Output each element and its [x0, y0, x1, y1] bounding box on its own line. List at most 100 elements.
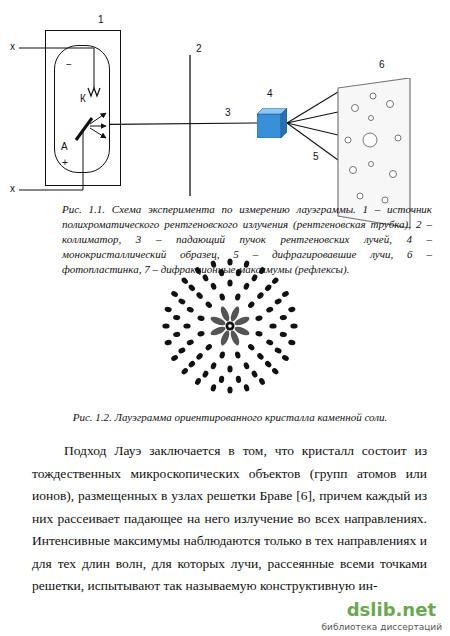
laue-spot [243, 361, 251, 370]
laue-spot [210, 361, 218, 370]
laue-spot [258, 377, 266, 386]
laue-spot [164, 339, 172, 346]
laue-spot [227, 279, 232, 286]
laue-spot [210, 384, 217, 392]
laue-petal [229, 329, 241, 346]
watermark: библиотека диссертаций [322, 623, 442, 632]
laue-spot [227, 365, 232, 372]
laue-spot [162, 323, 169, 328]
laue-spot [255, 330, 263, 337]
callout-number: 5 [312, 152, 320, 162]
laue-center [228, 324, 232, 328]
diffraction-spot [363, 133, 377, 147]
laue-petal [209, 325, 226, 337]
laue-spot [164, 306, 172, 313]
laue-spot [279, 314, 287, 320]
terminal-mark: x [10, 42, 15, 52]
laue-spot [251, 370, 259, 379]
laue-spot [256, 352, 265, 361]
laue-spot [274, 347, 283, 355]
laue-pattern [162, 258, 297, 393]
laue-spot [187, 283, 196, 292]
watermark: dslib.net [347, 601, 436, 619]
laue-spot [288, 306, 296, 313]
cathode-filament [88, 88, 100, 96]
anode-target [76, 118, 92, 140]
laue-spot [186, 306, 195, 314]
laue-spot [173, 331, 181, 337]
laue-spot [243, 282, 251, 291]
laue-spot [204, 343, 213, 352]
laue-spot [177, 347, 186, 355]
laue-spot [234, 293, 241, 301]
electrode-letter: А [61, 142, 68, 152]
anode-wire [19, 131, 83, 190]
callout-number: 4 [267, 89, 273, 99]
incident-beam [110, 123, 257, 124]
laue-spot [170, 354, 179, 362]
laue-spot [264, 283, 273, 292]
xray-tube: КА [54, 45, 110, 173]
xray-source-housing: 1КА [45, 30, 121, 186]
laue-spot [180, 367, 189, 376]
crystal-sample: 4 [257, 108, 287, 138]
laue-spot [218, 375, 224, 383]
laue-spot [271, 276, 280, 285]
laue-spot [197, 330, 205, 337]
laue-spot [265, 339, 274, 347]
laue-spot [235, 375, 241, 383]
laue-spot [281, 354, 290, 362]
crystal-cube [257, 108, 287, 138]
diffraction-spot [390, 171, 397, 178]
laue-spot [186, 339, 195, 347]
laue-spot [177, 298, 186, 306]
laue-petal [219, 305, 231, 322]
laue-spot [281, 290, 290, 298]
diffracted-ray [287, 112, 338, 123]
polarity-sign: − [66, 60, 72, 70]
laue-spot [219, 293, 226, 301]
laue-spot [173, 314, 181, 320]
diffraction-spot [370, 93, 376, 99]
laue-spot [194, 377, 202, 386]
laue-spot [256, 291, 265, 300]
laue-spot [271, 367, 280, 376]
body-text: Подход Лауэ заключается в том, что крист… [32, 440, 427, 598]
laue-spot [202, 370, 210, 379]
xray-arrow [90, 126, 106, 127]
laue-spot [279, 331, 287, 337]
laue-spot [265, 306, 274, 314]
diffraction-spot [350, 167, 357, 174]
diffraction-spot [369, 162, 374, 167]
laue-center [226, 322, 235, 331]
laue-spot [247, 300, 256, 309]
laue-spot [195, 352, 204, 361]
laue-spot [170, 290, 179, 298]
laue-spot [247, 343, 256, 352]
laue-spot [197, 315, 205, 322]
laue-spot [210, 282, 218, 291]
diffraction-spot [369, 116, 374, 121]
diffraction-spot [345, 137, 351, 143]
laue-spot [269, 323, 276, 328]
laue-spot [274, 298, 283, 306]
xray-arrow [90, 113, 106, 124]
terminal-mark: x [10, 184, 15, 194]
laue-spot [183, 323, 190, 328]
diffracted-ray [287, 92, 338, 123]
laue-spot [187, 360, 196, 369]
laue-spot [204, 300, 213, 309]
laue-spot [290, 323, 297, 328]
figure-caption: Рис. 1.1. Схема эксперимента по измерени… [62, 202, 432, 277]
laue-spot [219, 351, 226, 359]
laue-spot [227, 386, 232, 393]
laue-spot [255, 315, 263, 322]
laue-spot [243, 384, 250, 392]
laue-spot [180, 276, 189, 285]
diffraction-spot [352, 105, 359, 112]
callout-number: 1 [98, 15, 104, 25]
laue-petal [233, 315, 250, 327]
laue-spot [234, 351, 241, 359]
diffraction-spot [382, 197, 388, 203]
